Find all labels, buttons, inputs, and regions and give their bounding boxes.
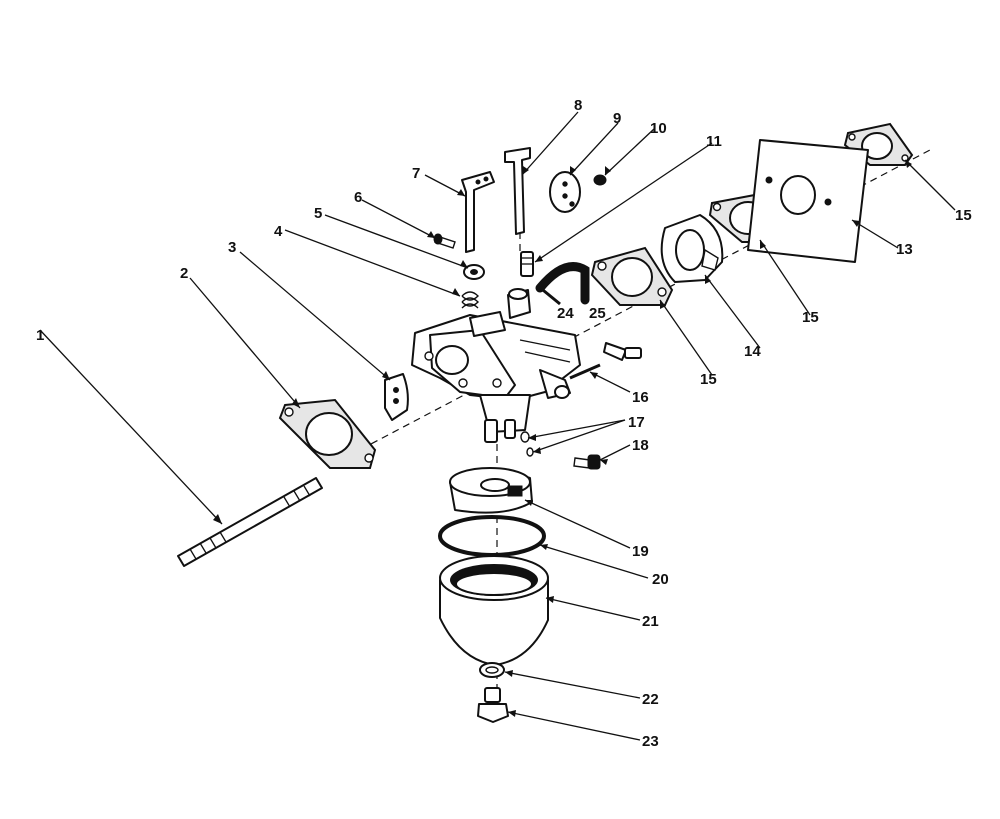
part-washer-small [463, 264, 485, 280]
callout-2: 2 [180, 265, 188, 282]
part-float [449, 467, 533, 514]
callout-6: 6 [354, 189, 362, 206]
part-intake-gasket [278, 398, 377, 469]
callout-15-middle: 15 [802, 309, 819, 326]
callout-4: 4 [274, 223, 283, 240]
callout-16: 16 [632, 389, 649, 406]
part-idle-screw [569, 363, 601, 380]
callout-15-bottom: 15 [700, 371, 717, 388]
callout-15-right: 15 [955, 207, 972, 224]
part-o-rings [520, 431, 534, 457]
part-gasket-15a [590, 246, 674, 306]
part-spacer [660, 214, 724, 283]
part-pin [520, 251, 534, 277]
part-screw-small [433, 233, 456, 249]
part-carburetor-body [411, 288, 581, 443]
part-plate [747, 139, 869, 263]
callout-8: 8 [574, 97, 582, 114]
callout-labels: 1 2 3 4 5 6 7 8 9 10 11 13 14 15 15 15 1… [36, 97, 972, 750]
callout-3: 3 [228, 239, 236, 256]
part-stud [177, 477, 323, 567]
part-fuel-tube [535, 262, 590, 306]
callout-7: 7 [412, 165, 420, 182]
part-choke-shaft [504, 147, 531, 235]
callout-22: 22 [642, 691, 659, 708]
part-adjust-screw [603, 342, 642, 361]
part-throttle-lever [461, 171, 495, 253]
leader-lines [39, 111, 956, 741]
part-bowl-gasket [438, 515, 546, 557]
callout-25: 25 [589, 305, 606, 322]
part-screw-18 [573, 454, 601, 470]
part-choke-plate [384, 373, 409, 421]
part-choke-disc [549, 171, 581, 213]
leader-arrowheads [213, 160, 912, 717]
part-washer [479, 662, 505, 678]
callout-14: 14 [744, 343, 761, 360]
callout-5: 5 [314, 205, 322, 222]
callout-10: 10 [650, 120, 667, 137]
callout-9: 9 [613, 110, 621, 127]
callout-17: 17 [628, 414, 645, 431]
callout-20: 20 [652, 571, 669, 588]
part-float-bowl [439, 555, 549, 666]
part-bowl-nut [477, 687, 509, 723]
part-screw-10 [593, 174, 607, 186]
callout-18: 18 [632, 437, 649, 454]
callout-11: 11 [706, 133, 722, 150]
callout-1: 1 [36, 327, 44, 344]
callout-24: 24 [557, 305, 574, 322]
callout-21: 21 [642, 613, 659, 630]
part-spring [461, 291, 479, 309]
callout-19: 19 [632, 543, 649, 560]
callout-13: 13 [896, 241, 913, 258]
callout-23: 23 [642, 733, 659, 750]
